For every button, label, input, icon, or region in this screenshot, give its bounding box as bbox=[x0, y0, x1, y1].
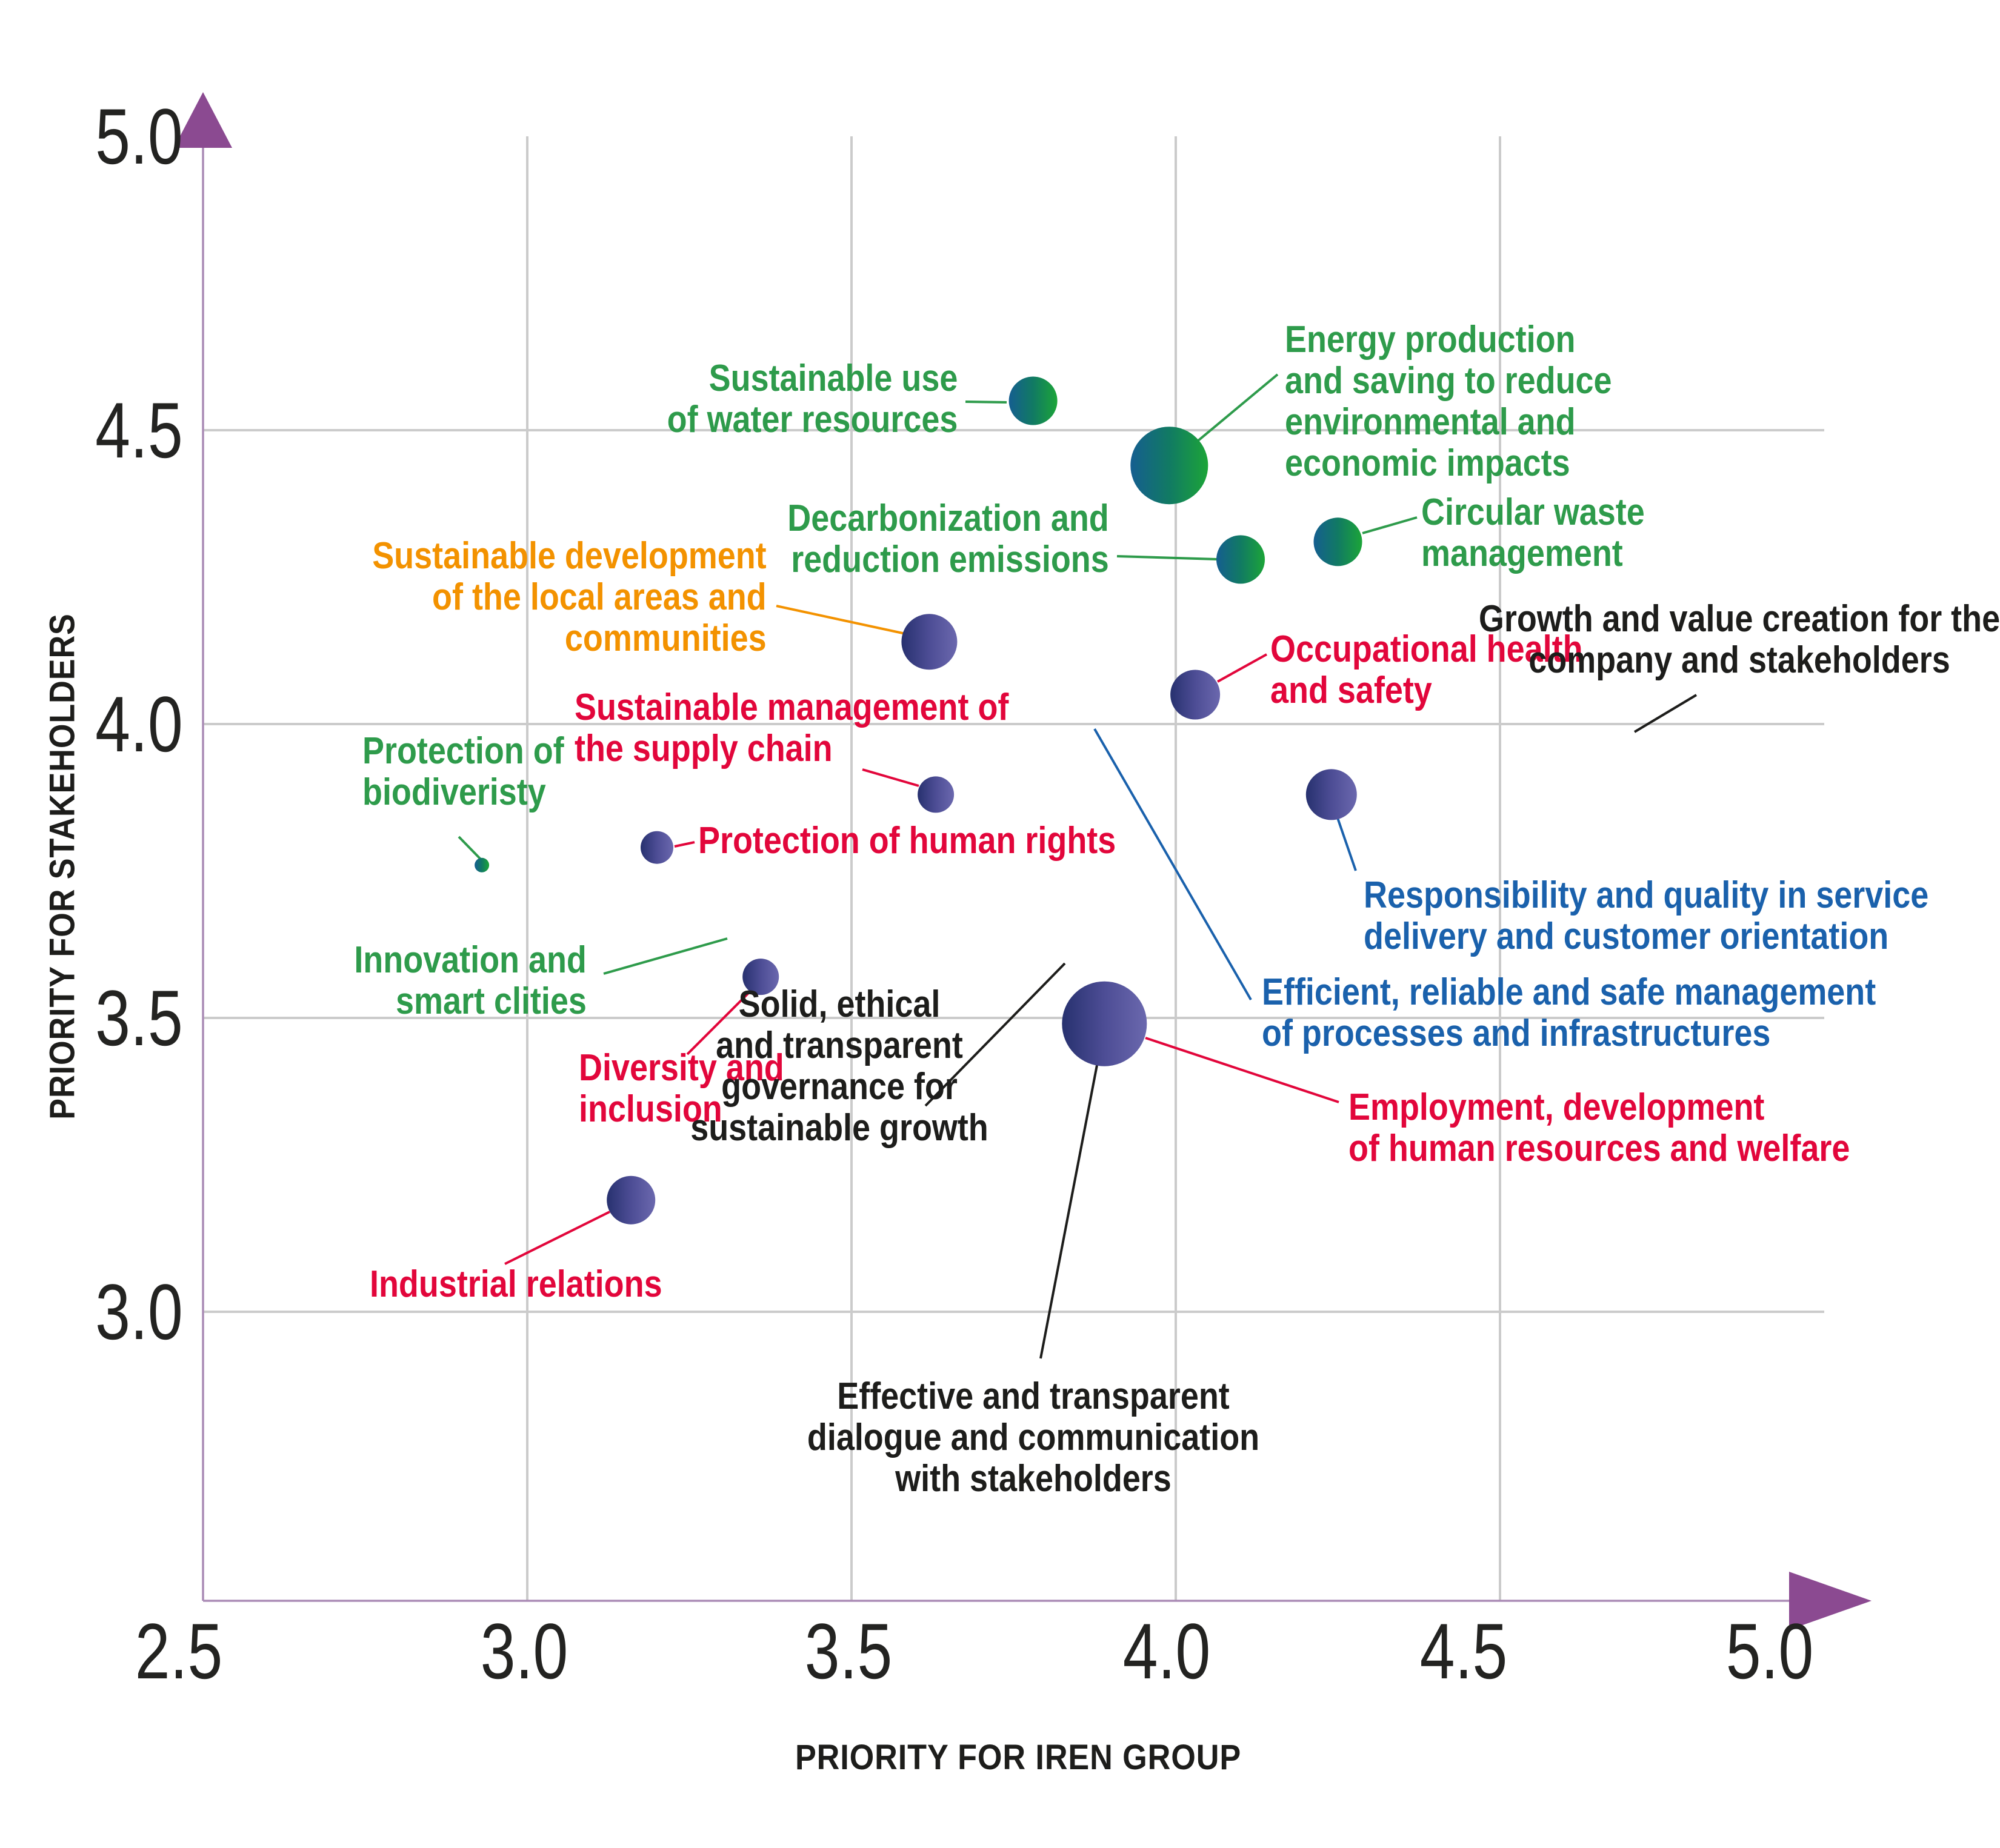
bubble-energy bbox=[1130, 427, 1208, 505]
callout-decarbonization bbox=[1116, 555, 1218, 560]
bubble-occupational-health bbox=[1170, 670, 1221, 720]
callout-human-rights bbox=[674, 841, 695, 848]
x-tick-2.5: 2.5 bbox=[135, 1607, 223, 1695]
callout-circular-waste bbox=[1362, 516, 1418, 534]
label-decarbonization: Decarbonization and reduction emissions bbox=[787, 497, 1109, 580]
label-biodiversity: Protection of biodiveristy bbox=[362, 730, 564, 813]
x-tick-4.5: 4.5 bbox=[1419, 1607, 1508, 1695]
bubble-water bbox=[1008, 376, 1058, 425]
label-growth-value: Growth and value creation for the compan… bbox=[1478, 598, 2000, 681]
bubble-employment bbox=[1062, 981, 1147, 1066]
x-tick-5.0: 5.0 bbox=[1725, 1607, 1814, 1695]
bubble-service-quality bbox=[1305, 769, 1357, 820]
label-human-rights: Protection of human rights bbox=[698, 820, 1116, 862]
bubble-human-rights bbox=[641, 831, 673, 864]
y-tick-4.5: 4.5 bbox=[95, 386, 183, 474]
bubble-local-development bbox=[901, 614, 958, 670]
callout-diversity bbox=[686, 991, 751, 1055]
label-diversity: Diversity and inclusion bbox=[579, 1047, 784, 1130]
bubble-decarbonization bbox=[1216, 535, 1265, 584]
label-governance: Solid, ethical and transparent governanc… bbox=[690, 983, 988, 1149]
callout-supply-chain bbox=[862, 768, 919, 787]
bubble-supply-chain bbox=[918, 776, 955, 813]
label-local-development: Sustainable development of the local are… bbox=[372, 535, 767, 659]
callout-local-development bbox=[776, 605, 906, 635]
x-tick-4.0: 4.0 bbox=[1122, 1607, 1211, 1695]
y-tick-4.0: 4.0 bbox=[95, 680, 183, 768]
bubble-diversity bbox=[742, 959, 779, 995]
bubble-industrial-relations bbox=[607, 1175, 656, 1225]
callout-dialogue bbox=[1039, 1065, 1098, 1359]
x-axis-arrow-icon bbox=[1789, 1572, 1872, 1630]
callout-growth-value bbox=[1633, 694, 1698, 733]
x-tick-3.5: 3.5 bbox=[804, 1607, 893, 1695]
x-axis-title: PRIORITY FOR IREN GROUP bbox=[795, 1738, 1242, 1777]
callout-occupational-health bbox=[1217, 653, 1267, 683]
callout-energy bbox=[1196, 373, 1279, 442]
callout-efficient-management bbox=[1093, 728, 1252, 1000]
label-circular-waste: Circular waste management bbox=[1421, 491, 1645, 574]
y-axis-arrow-icon bbox=[174, 92, 232, 148]
label-water: Sustainable use of water resources bbox=[667, 357, 958, 440]
label-service-quality: Responsibility and quality in service de… bbox=[1364, 874, 1929, 957]
label-employment: Employment, development of human resourc… bbox=[1348, 1086, 1850, 1169]
bubble-biodiversity bbox=[475, 857, 490, 872]
label-supply-chain: Sustainable management of the supply cha… bbox=[575, 686, 1009, 769]
label-energy: Energy production and saving to reduce e… bbox=[1285, 319, 1612, 484]
callout-service-quality bbox=[1336, 817, 1357, 871]
callout-biodiversity bbox=[458, 836, 482, 861]
label-efficient-management: Efficient, reliable and safe management … bbox=[1262, 971, 1876, 1054]
callout-industrial-relations bbox=[504, 1211, 610, 1265]
label-dialogue: Effective and transparent dialogue and c… bbox=[807, 1375, 1260, 1500]
label-occupational-health: Occupational health and safety bbox=[1270, 628, 1583, 711]
label-innovation: Innovation and smart clities bbox=[354, 939, 587, 1022]
callout-governance bbox=[924, 962, 1066, 1107]
bubble-circular-waste bbox=[1313, 517, 1362, 567]
callout-employment bbox=[1145, 1037, 1339, 1103]
y-axis-title: PRIORITY FOR STAKEHOLDERS bbox=[42, 613, 82, 1120]
x-tick-3.0: 3.0 bbox=[480, 1607, 568, 1695]
y-tick-3.0: 3.0 bbox=[95, 1268, 183, 1356]
label-industrial-relations: Industrial relations bbox=[370, 1263, 662, 1305]
y-tick-5.0: 5.0 bbox=[95, 92, 183, 181]
callout-innovation bbox=[603, 937, 728, 975]
y-tick-3.5: 3.5 bbox=[95, 974, 183, 1062]
